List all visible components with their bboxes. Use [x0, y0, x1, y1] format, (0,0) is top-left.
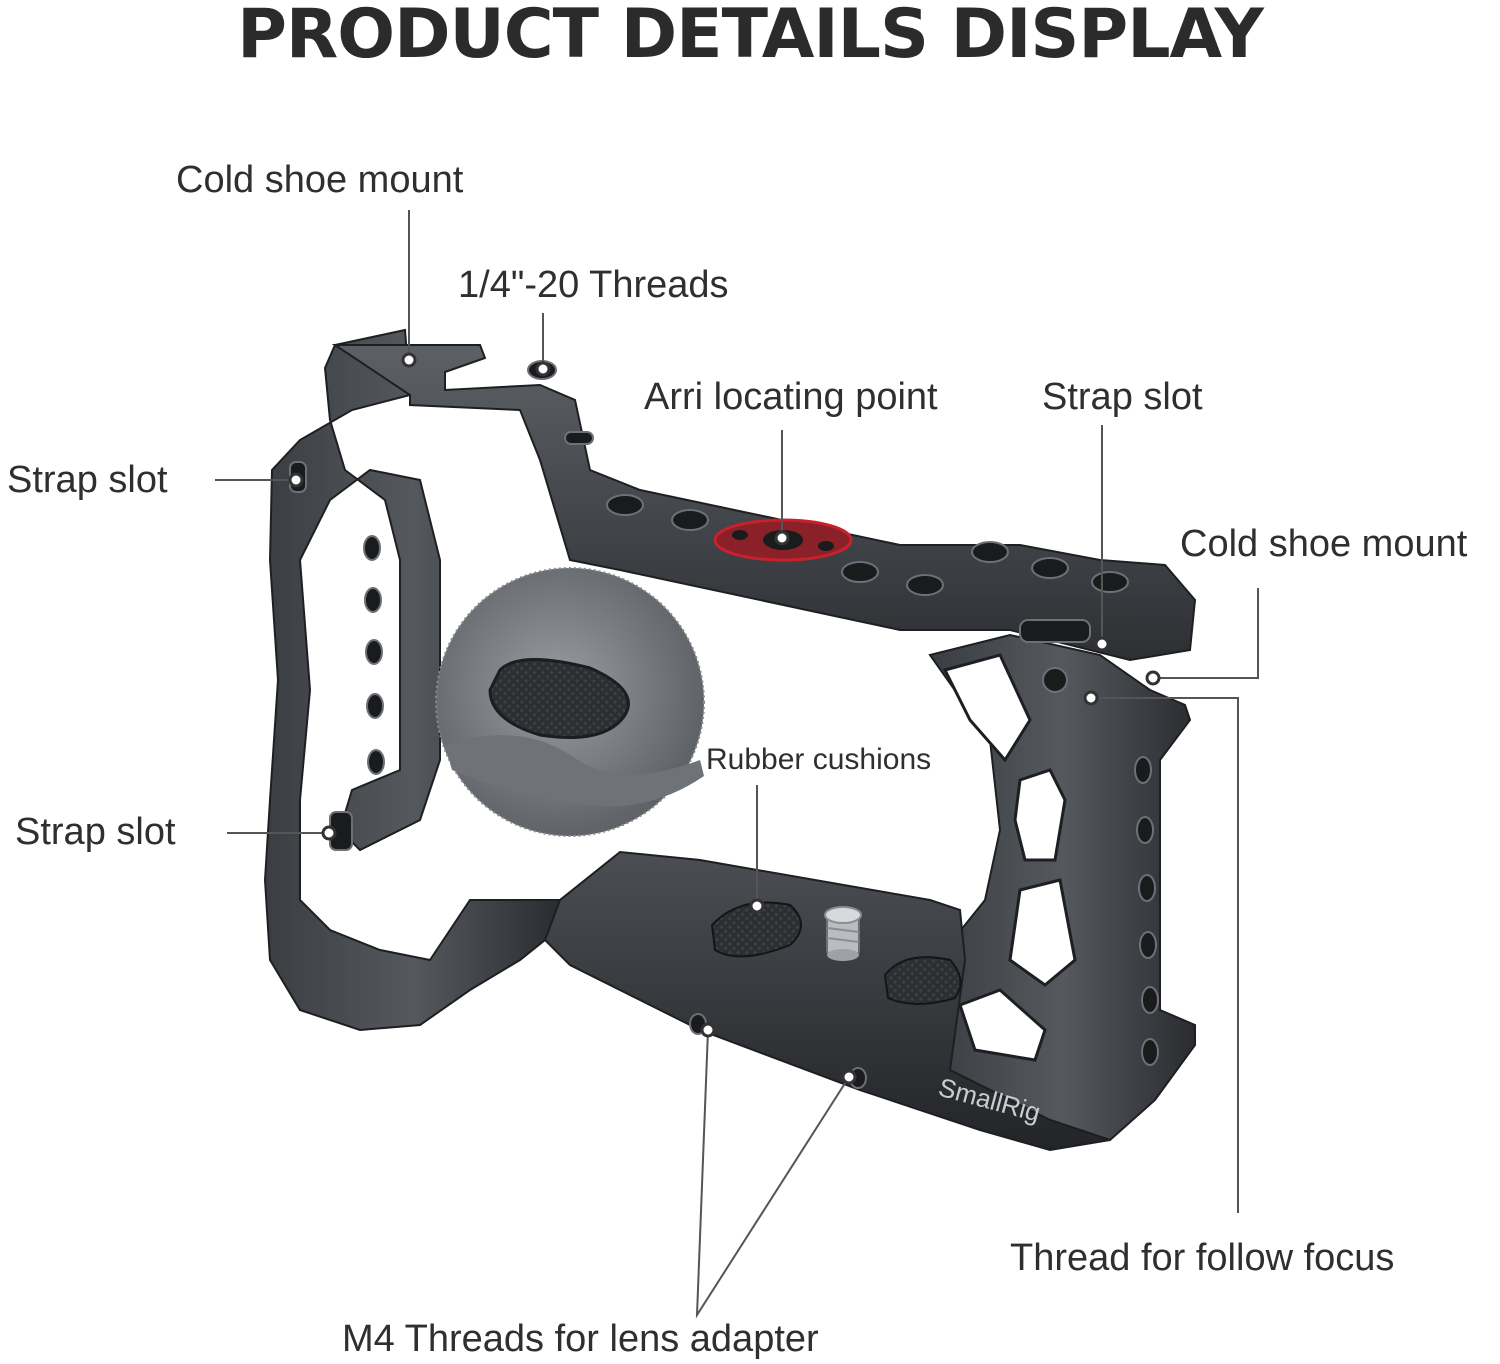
- rubber-cushion-zoom: [435, 567, 705, 837]
- base-rubber-cushions: [710, 901, 962, 1005]
- cage-base-plate: [543, 850, 1111, 1152]
- label-strap-slot-left-upper: Strap slot: [7, 459, 168, 501]
- label-cold-shoe-right: Cold shoe mount: [1180, 523, 1468, 565]
- callout-dots: [288, 352, 1161, 1085]
- cage-top-plate: [331, 344, 1197, 662]
- label-quarter-threads: 1/4"-20 Threads: [458, 264, 729, 306]
- label-cold-shoe-top: Cold shoe mount: [176, 159, 464, 201]
- page-title: PRODUCT DETAILS DISPLAY: [237, 0, 1264, 74]
- top-plate-holes: [527, 360, 1129, 596]
- left-grip-holes: [289, 461, 385, 851]
- label-follow-focus-thread: Thread for follow focus: [1010, 1237, 1395, 1279]
- label-arri-point: Arri locating point: [644, 376, 938, 418]
- right-side-holes: [1019, 619, 1159, 1066]
- label-rubber-cushions: Rubber cushions: [706, 743, 932, 776]
- label-strap-slot-top-right: Strap slot: [1042, 376, 1203, 418]
- quarter-screw: [824, 906, 862, 961]
- leader-lines: [215, 210, 1259, 1319]
- right-side-cutouts: [942, 653, 1077, 1062]
- label-strap-slot-left-lower: Strap slot: [15, 811, 176, 853]
- label-m4-threads: M4 Threads for lens adapter: [342, 1318, 819, 1360]
